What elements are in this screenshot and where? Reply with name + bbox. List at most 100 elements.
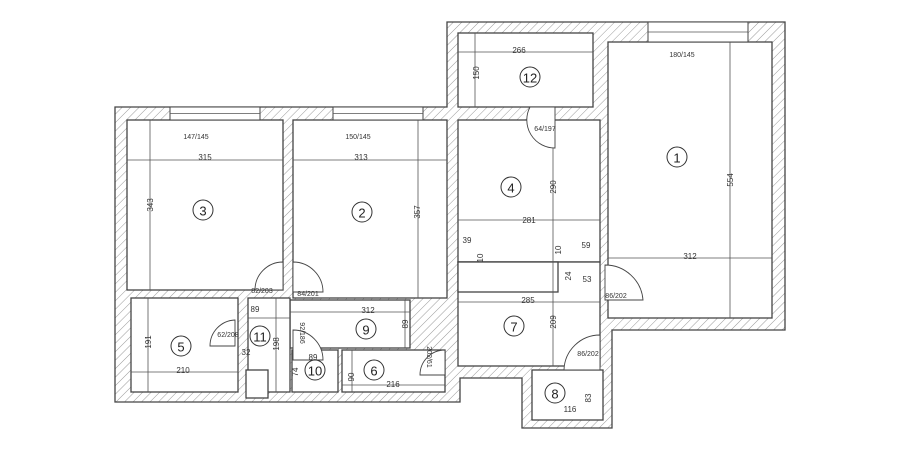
room-label-10: 10 (304, 359, 326, 381)
dimension-text: 315 (198, 153, 212, 162)
dimension-text: 83 (584, 393, 593, 402)
room-number-circle (544, 382, 566, 404)
dimension-text: 90 (347, 372, 356, 381)
door-swing (604, 264, 644, 301)
dimension-label: 191 (144, 335, 153, 349)
room-label-12: 12 (519, 66, 541, 88)
dimension-text: 285 (521, 296, 535, 305)
dimension-text: 191 (144, 335, 153, 349)
room-number-circle (500, 176, 522, 198)
dimension-label: 83 (584, 393, 593, 402)
dimension-text: 554 (726, 173, 735, 187)
dimension-label: 90 (347, 372, 356, 381)
dimension-text: 10 (476, 253, 485, 262)
dimension-text: 209 (549, 315, 558, 329)
dimension-label: 39 (463, 236, 472, 245)
room-label-2: 2 (351, 201, 373, 223)
dimension-text: 150 (472, 66, 481, 80)
room-area (245, 369, 269, 399)
dimension-text: 86/202 (605, 293, 627, 300)
dimension-label: 290 (549, 180, 558, 194)
dimension-label: 62/208 (217, 332, 239, 339)
dimension-text: 343 (146, 198, 155, 212)
dimension-label: 554 (726, 173, 735, 187)
dimension-text: 59 (582, 241, 591, 250)
dimension-text: 32 (242, 348, 251, 357)
dimension-text: 312 (361, 306, 375, 315)
room-area (457, 261, 559, 293)
dimension-text: 266 (512, 46, 526, 55)
room-number: 4 (507, 181, 514, 196)
dimension-label: 92/186 (298, 322, 305, 344)
dimension-label: 89 (251, 305, 260, 314)
dimension-label: 312 (683, 252, 697, 261)
dimension-text: 202/61 (425, 346, 432, 368)
dimension-text: 82/203 (251, 288, 273, 295)
dimension-text: 147/145 (183, 134, 208, 141)
dimension-text: 281 (522, 216, 536, 225)
dimension-text: 64/197 (534, 126, 556, 133)
dimension-label: 116 (564, 405, 577, 414)
dimension-label: 312 (361, 306, 375, 315)
door-swing (254, 261, 284, 291)
dimension-text: 89 (251, 305, 260, 314)
room-label-5: 5 (170, 335, 192, 357)
dimension-label: 10 (554, 245, 563, 254)
door-swing (292, 261, 324, 293)
room-number-circle (351, 201, 373, 223)
room-number-circle (519, 66, 541, 88)
dimension-text: 84/201 (297, 291, 319, 298)
dimension-label: 313 (354, 153, 368, 162)
dimension-text: 313 (354, 153, 368, 162)
room-number: 1 (673, 151, 680, 166)
dimension-text: 92/186 (298, 322, 305, 344)
dimension-label: 59 (582, 241, 591, 250)
dimension-text: 150/145 (345, 134, 370, 141)
dimension-text: 89 (401, 319, 410, 328)
room-number-circle (666, 146, 688, 168)
dimension-label: 198 (272, 337, 281, 351)
dimension-label: 210 (176, 366, 190, 375)
dimension-text: 180/145 (669, 52, 694, 59)
dimension-text: 210 (176, 366, 190, 375)
dimension-label: 202/61 (425, 346, 432, 368)
room-number: 12 (523, 71, 537, 86)
door-swing (292, 329, 324, 361)
dimension-label: 86/202 (577, 351, 599, 358)
dimension-label: 74 (291, 367, 300, 376)
dimension-text: 357 (413, 205, 422, 219)
room-number-circle (355, 318, 377, 340)
dimension-label: 315 (198, 153, 212, 162)
room-label-11: 11 (249, 325, 271, 347)
dimension-text: 53 (583, 275, 592, 284)
dimension-text: 116 (564, 405, 577, 414)
door-swing (209, 319, 236, 347)
room-number: 8 (551, 387, 558, 402)
dimension-text: 62/208 (217, 332, 239, 339)
room-area (457, 119, 601, 263)
dimension-label: 209 (549, 315, 558, 329)
room-number-circle (503, 315, 525, 337)
dimension-text: 198 (272, 337, 281, 351)
dimension-label: 89 (401, 319, 410, 328)
room-number: 5 (177, 340, 184, 355)
dimension-label: 266 (512, 46, 526, 55)
dimension-label: 180/145 (669, 52, 694, 59)
dimension-text: 10 (554, 245, 563, 254)
room-label-7: 7 (503, 315, 525, 337)
dimension-text: 89 (309, 353, 318, 362)
room-number: 7 (510, 320, 517, 335)
door-swing (526, 106, 556, 149)
dimension-label: 147/145 (183, 134, 208, 141)
dimension-label: 285 (521, 296, 535, 305)
dimension-label: 64/197 (534, 126, 556, 133)
door-swing (419, 349, 446, 376)
room-number: 6 (370, 364, 377, 379)
room-number-circle (170, 335, 192, 357)
room-number: 2 (358, 206, 365, 221)
dimension-text: 86/202 (577, 351, 599, 358)
room-number-circle (304, 359, 326, 381)
dimension-text: 290 (549, 180, 558, 194)
